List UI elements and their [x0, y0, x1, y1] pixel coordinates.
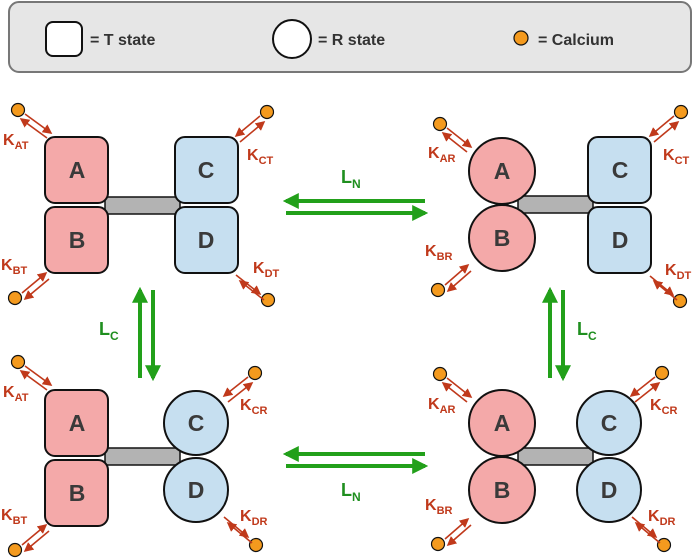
subunit-b-t — [44, 459, 109, 527]
subunit-c-t — [587, 136, 652, 204]
label-d: D — [612, 227, 629, 253]
subunit-c-r — [576, 390, 642, 456]
t-state-symbol-icon — [45, 21, 83, 57]
state-bottom-left: A B C D KAT KBT KCR KDR — [1, 354, 268, 558]
label-a: A — [69, 157, 86, 183]
calcium-icon — [432, 116, 448, 132]
subunit-d-t — [587, 206, 652, 274]
label-a: A — [494, 410, 511, 436]
k-ct-label: KCT — [663, 147, 690, 167]
state-top-right: A B C D KAR KBR KCT KDT — [425, 104, 692, 309]
lc-right-label: LC — [577, 319, 597, 343]
calcium-icon — [7, 542, 23, 558]
subunit-b-r — [468, 204, 536, 272]
calcium-icon — [672, 293, 688, 309]
calcium-icon — [248, 537, 264, 553]
k-dt-label: KDT — [253, 260, 280, 280]
transition-right-vertical: LC — [542, 286, 597, 382]
k-dr-label: KDR — [648, 508, 676, 528]
calcium-icon — [10, 354, 26, 370]
k-at-label: KAT — [3, 384, 29, 404]
linker-bar — [104, 196, 181, 215]
subunit-b-t — [44, 206, 109, 274]
linker-bar — [104, 447, 181, 466]
legend-calcium: = Calcium — [538, 32, 614, 49]
label-b: B — [69, 227, 86, 253]
label-b: B — [69, 480, 86, 506]
calcium-icon — [260, 292, 276, 308]
label-c: C — [601, 410, 618, 436]
label-c: C — [188, 410, 205, 436]
calcium-icon — [247, 365, 263, 381]
label-b: B — [494, 477, 511, 503]
subunit-b-r — [468, 456, 536, 524]
label-a: A — [494, 158, 511, 184]
label-d: D — [198, 227, 215, 253]
k-bt-label: KBT — [1, 257, 28, 277]
calcium-symbol-icon — [513, 30, 529, 46]
subunit-d-t — [174, 206, 239, 274]
transition-bottom-horizontal: LN — [282, 446, 429, 504]
calcium-icon — [10, 102, 26, 118]
calcium-icon — [7, 290, 23, 306]
k-ar-label: KAR — [428, 396, 456, 416]
linker-bar — [517, 447, 594, 466]
calcium-icon — [432, 366, 448, 382]
k-dr-label: KDR — [240, 508, 268, 528]
transition-left-vertical: LC — [99, 286, 161, 382]
k-br-label: KBR — [425, 243, 453, 263]
linker-bar — [517, 195, 594, 214]
label-c: C — [612, 157, 629, 183]
label-c: C — [198, 157, 215, 183]
calcium-icon — [430, 282, 446, 298]
label-d: D — [188, 477, 205, 503]
calcium-icon — [656, 537, 672, 553]
calcium-icon — [430, 536, 446, 552]
ln-bottom-label: LN — [341, 480, 361, 504]
k-dt-label: KDT — [665, 262, 692, 282]
transition-top-horizontal: LN — [282, 167, 429, 221]
calcium-icon — [673, 104, 689, 120]
k-ar-label: KAR — [428, 145, 456, 165]
legend-r-state: = R state — [318, 32, 385, 49]
ln-top-label: LN — [341, 167, 361, 191]
state-top-left: A B C D KAT KBT KCT KDT — [1, 102, 280, 308]
calcium-icon — [654, 365, 670, 381]
k-cr-label: KCR — [650, 397, 678, 417]
label-b: B — [494, 225, 511, 251]
subunit-d-r — [163, 457, 229, 523]
k-bt-label: KBT — [1, 507, 28, 527]
k-br-label: KBR — [425, 497, 453, 517]
subunit-c-t — [174, 136, 239, 204]
subunit-a-t — [44, 136, 109, 204]
r-state-symbol-icon — [272, 19, 312, 59]
label-a: A — [69, 410, 86, 436]
state-bottom-right: A B C D KAR KBR KCR KDR — [425, 365, 678, 553]
k-cr-label: KCR — [240, 397, 268, 417]
k-at-label: KAT — [3, 132, 29, 152]
subunit-c-r — [163, 390, 229, 456]
subunit-d-r — [576, 457, 642, 523]
subunit-a-t — [44, 389, 109, 457]
legend-box — [8, 1, 692, 73]
legend-t-state: = T state — [90, 32, 155, 49]
legend: = T state = R state = Calcium — [8, 1, 692, 73]
calcium-icon — [259, 104, 275, 120]
k-ct-label: KCT — [247, 147, 274, 167]
label-d: D — [601, 477, 618, 503]
lc-left-label: LC — [99, 319, 119, 343]
